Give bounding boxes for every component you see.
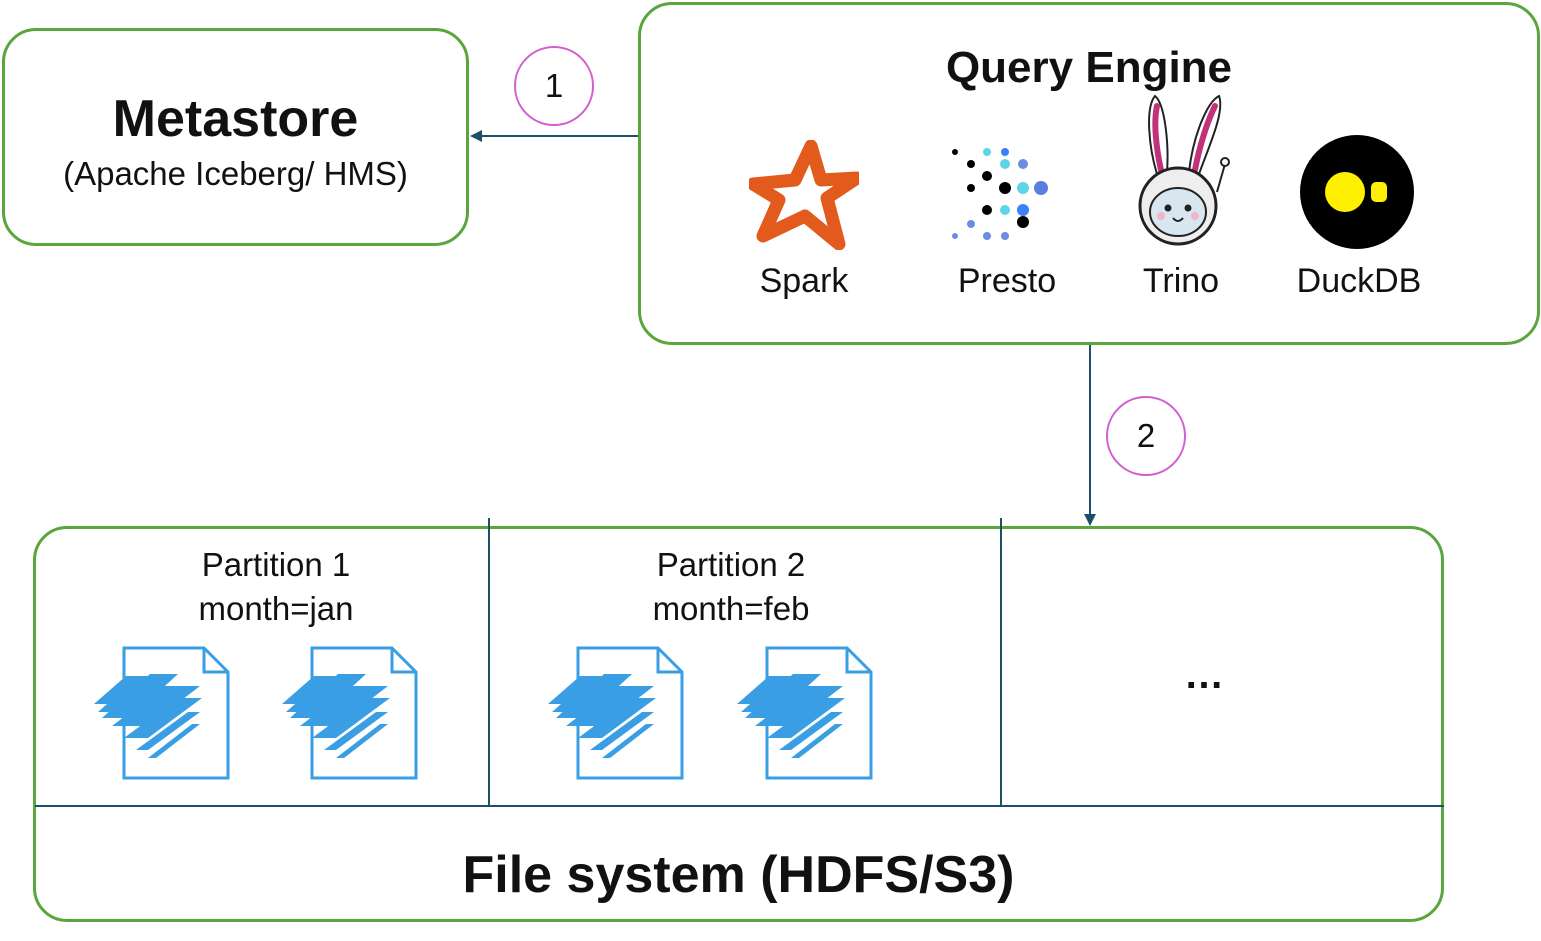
partition-key: month=jan	[198, 590, 354, 627]
engine-label: Spark	[759, 262, 849, 300]
metastore-subtitle: (Apache Iceberg/ HMS)	[63, 155, 408, 192]
more-partitions-ellipsis: …	[1184, 653, 1228, 697]
metastore-box: Metastore (Apache Iceberg/ HMS)	[2, 28, 469, 246]
engine-presto: Presto	[907, 140, 1107, 310]
query-engine-title: Query Engine	[945, 43, 1233, 92]
query-engine-box: Query Engine Spark	[638, 2, 1540, 345]
parquet-file-icon	[737, 646, 873, 780]
partition-1-label: Partition 1 month=jan	[131, 543, 421, 631]
filesystem-title: File system (HDFS/S3)	[462, 846, 1015, 904]
engine-spark: Spark	[704, 140, 904, 310]
partition-divider	[488, 518, 490, 806]
metastore-title: Metastore	[112, 90, 359, 148]
presto-dots-icon	[952, 148, 1048, 240]
parquet-file-icon	[282, 646, 418, 780]
engine-label: DuckDB	[1296, 262, 1422, 300]
engine-label: Presto	[957, 262, 1057, 300]
partition-name: Partition 2	[656, 546, 806, 583]
filesystem-baseline	[35, 805, 1444, 807]
partition-divider	[1000, 518, 1002, 806]
parquet-file-icon	[94, 646, 230, 780]
engine-label: Trino	[1142, 262, 1220, 300]
partition-key: month=feb	[652, 590, 810, 627]
partition-name: Partition 1	[201, 546, 351, 583]
engine-duckdb: DuckDB	[1259, 135, 1459, 310]
step-1-badge: 1	[514, 46, 594, 126]
step-2-badge: 2	[1106, 396, 1186, 476]
partition-2-label: Partition 2 month=feb	[586, 543, 876, 631]
parquet-file-icon	[548, 646, 684, 780]
engine-trino: Trino	[1081, 94, 1281, 310]
trino-bunny-icon	[1138, 94, 1230, 246]
filesystem-box: Partition 1 month=jan Partition 2 month=…	[33, 526, 1444, 922]
spark-star-icon	[749, 140, 859, 250]
duckdb-logo-icon	[1300, 135, 1414, 249]
